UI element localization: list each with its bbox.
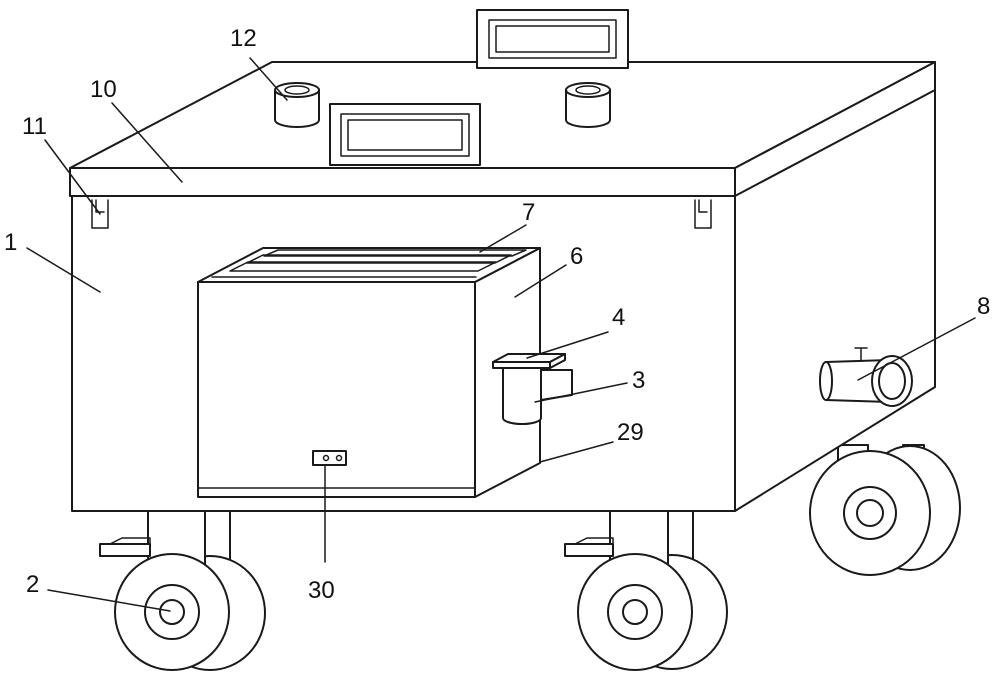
lid-side-edge xyxy=(734,61,936,197)
front-right-wheel xyxy=(564,510,728,671)
front-left-wheel xyxy=(99,510,266,671)
reference-numerals: 1 2 3 4 6 7 8 10 11 12 29 30 xyxy=(4,25,990,604)
label-8: 8 xyxy=(977,293,990,320)
label-30: 30 xyxy=(308,577,335,604)
label-3: 3 xyxy=(632,367,645,394)
inner-box xyxy=(197,247,541,498)
label-4: 4 xyxy=(612,304,625,331)
lid-fittings xyxy=(274,9,629,166)
label-7: 7 xyxy=(522,199,535,226)
label-6: 6 xyxy=(570,243,583,270)
outlet-valve xyxy=(819,347,913,407)
label-10: 10 xyxy=(90,76,117,103)
label-11: 11 xyxy=(22,113,47,140)
label-12: 12 xyxy=(230,25,257,52)
back-right-wheel xyxy=(809,444,961,576)
label-2: 2 xyxy=(26,571,39,598)
leader-lines xyxy=(26,57,976,612)
latches xyxy=(91,199,712,229)
label-1: 1 xyxy=(4,229,17,256)
lid-front-edge xyxy=(69,167,736,197)
label-29: 29 xyxy=(617,419,644,446)
